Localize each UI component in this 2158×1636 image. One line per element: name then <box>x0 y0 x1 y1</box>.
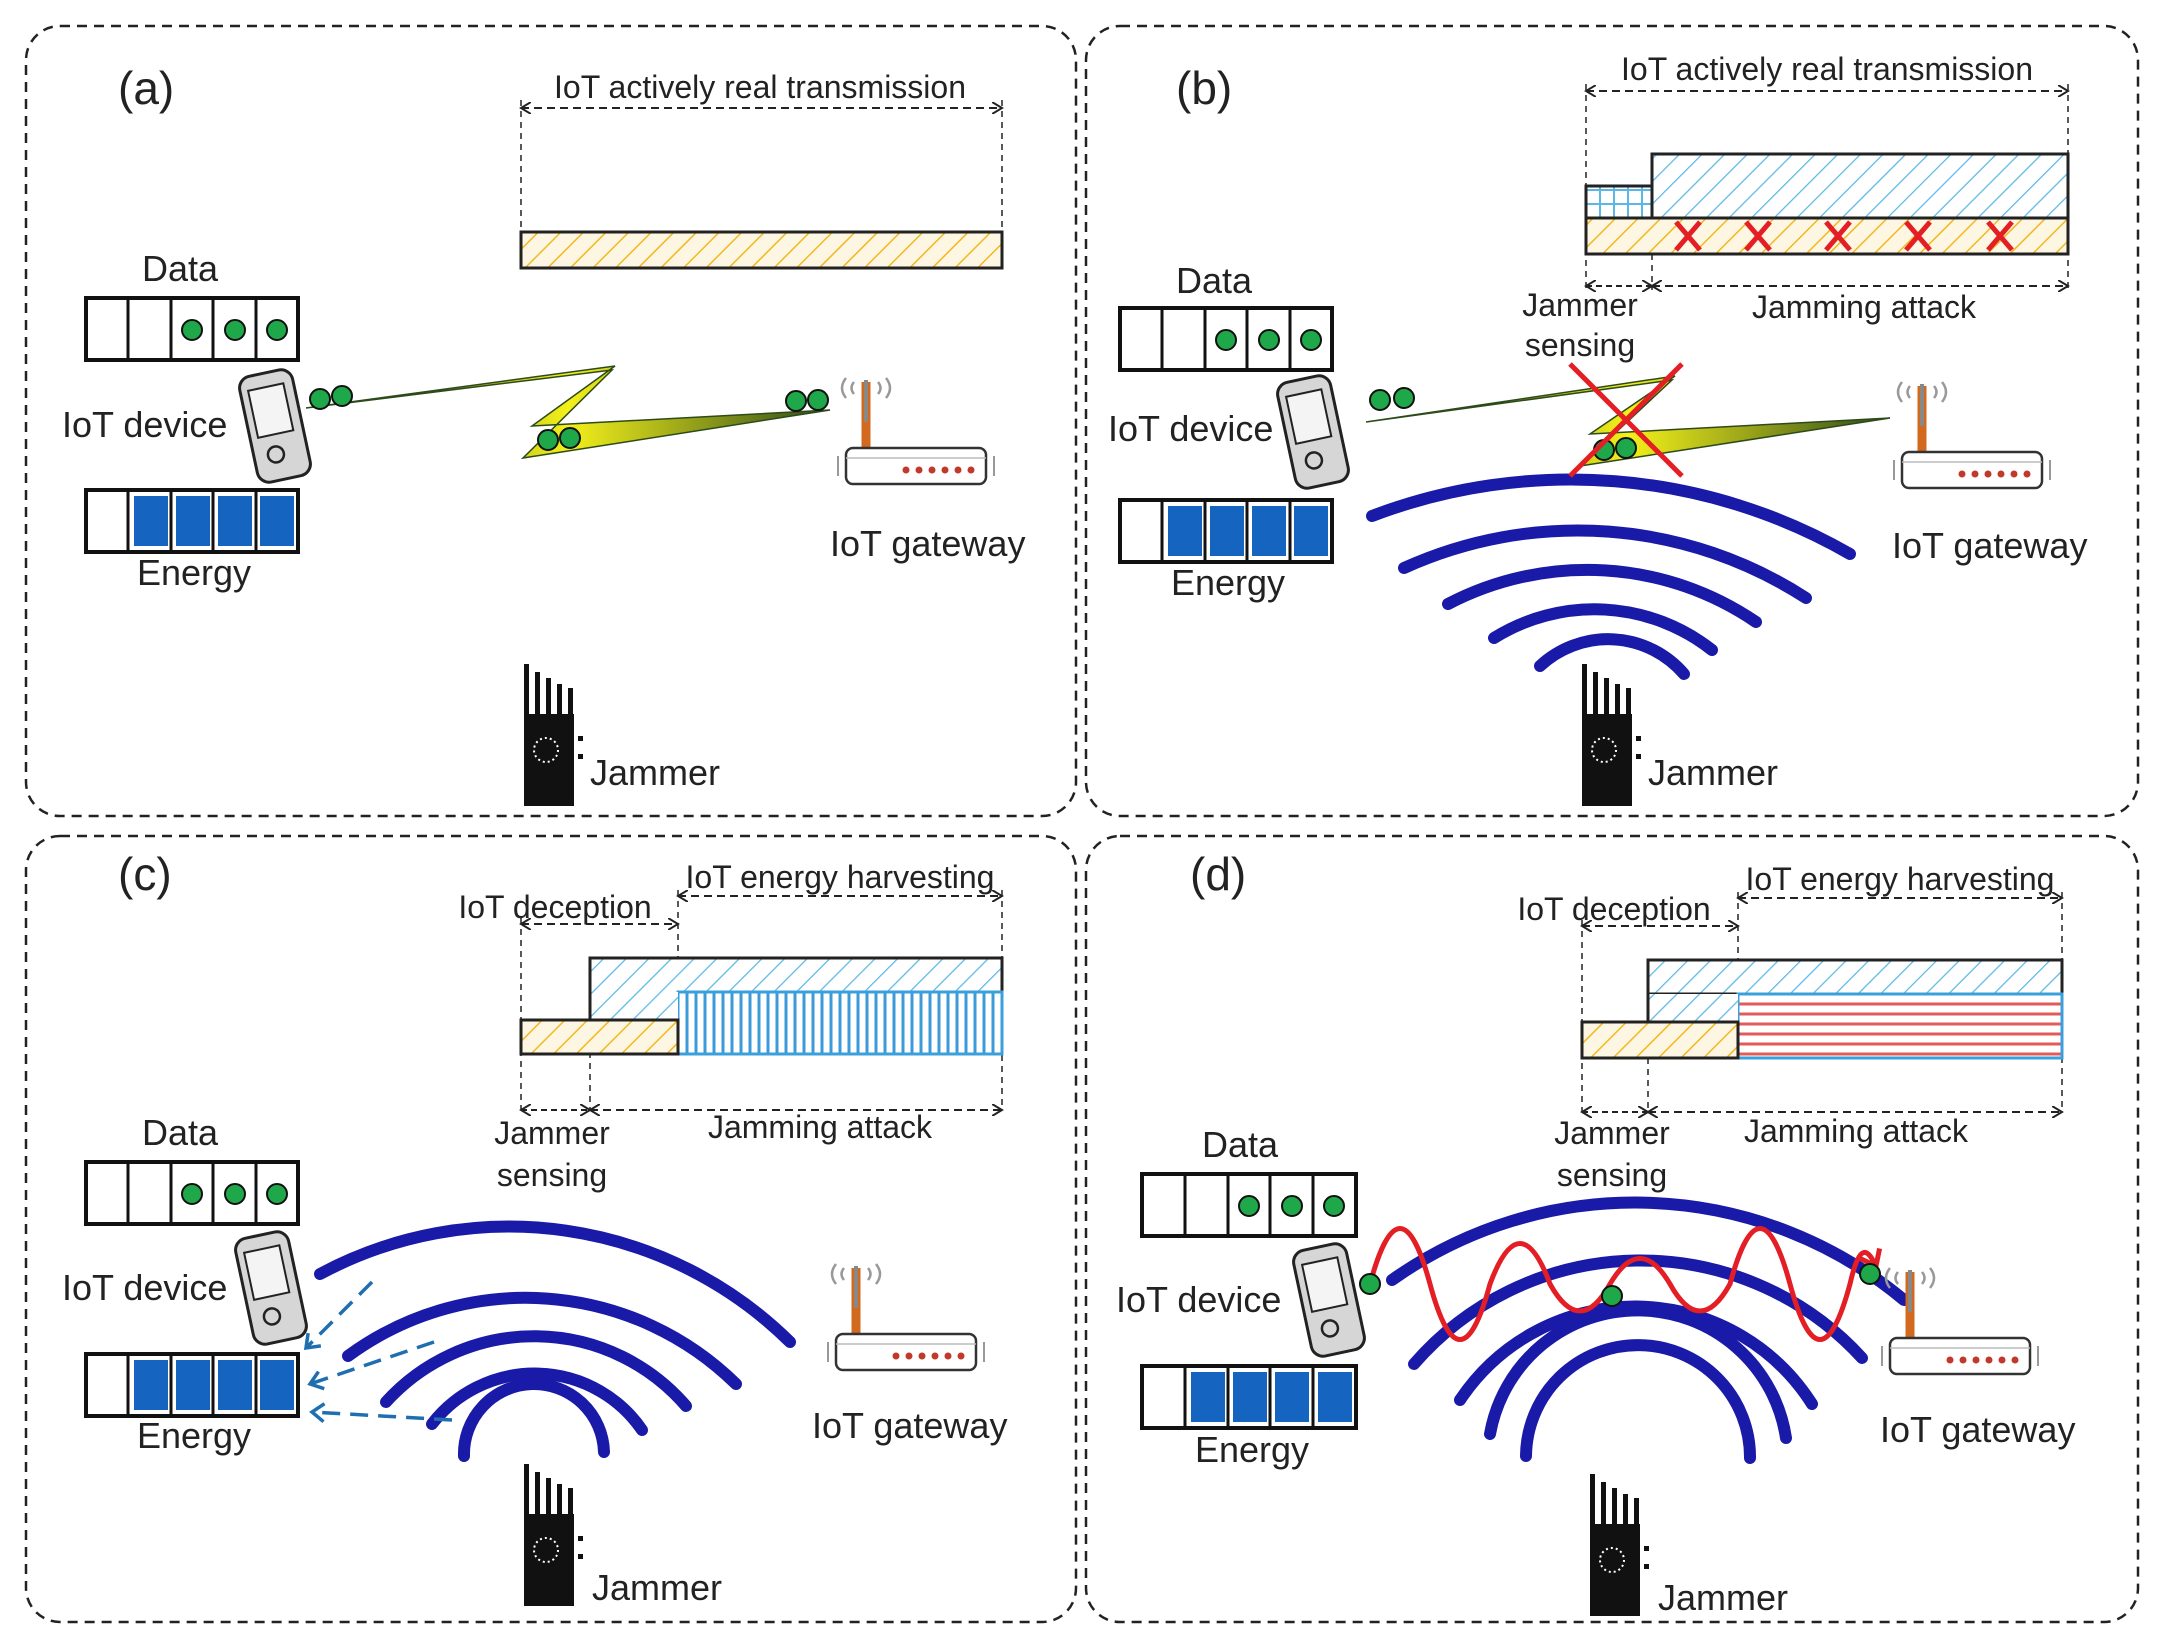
data-label: Data <box>1176 260 1253 301</box>
harvest-label: IoT energy harvesting <box>686 859 995 895</box>
panel-d: (d) IoT energy harvesting IoT deception … <box>1084 834 2140 1624</box>
device-label: IoT device <box>1116 1279 1281 1320</box>
jamming-waves <box>314 1220 796 1462</box>
jammer-icon <box>523 663 584 807</box>
jammer-icon <box>1589 1473 1650 1617</box>
jammer-label: Jammer <box>592 1567 722 1608</box>
smartphone-icon <box>1289 1240 1369 1360</box>
panel-d-tag: (d) <box>1190 848 1246 900</box>
lightning-icon <box>305 365 831 460</box>
router-icon <box>828 1264 984 1370</box>
gateway-label: IoT gateway <box>812 1405 1007 1446</box>
data-label: Data <box>142 1112 219 1153</box>
sensing-label-2: sensing <box>1557 1157 1667 1193</box>
data-buffer <box>1140 1172 1358 1238</box>
cross-icon <box>1674 220 2014 252</box>
energy-label: Energy <box>137 1415 251 1456</box>
router-icon <box>1894 382 2050 488</box>
router-icon <box>838 378 994 484</box>
energy-label: Energy <box>137 552 251 593</box>
panel-b: (b) IoT actively real transmission Jamme… <box>1084 24 2140 818</box>
energy-buffer <box>1118 498 1334 564</box>
jammer-icon <box>1581 663 1642 807</box>
energy-buffer <box>1140 1364 1358 1430</box>
gateway-label: IoT gateway <box>1892 525 2087 566</box>
sensing-label-2: sensing <box>1525 327 1635 363</box>
deception-label: IoT deception <box>458 889 651 925</box>
sensing-label-1: Jammer <box>494 1115 610 1151</box>
energy-label: Energy <box>1195 1429 1309 1470</box>
data-label: Data <box>142 248 219 289</box>
deception-bar <box>519 1018 680 1056</box>
tx-label: IoT actively real transmission <box>1621 51 2033 87</box>
energy-buffer <box>84 1352 300 1418</box>
sensing-label-1: Jammer <box>1522 287 1638 323</box>
transmission-bar <box>519 230 1004 270</box>
smartphone-icon <box>231 1228 311 1348</box>
jammer-label: Jammer <box>1658 1577 1788 1618</box>
attack-label: Jamming attack <box>1744 1113 1969 1149</box>
jamming-bar <box>1650 152 2070 220</box>
harvesting-bar <box>1736 992 2064 1060</box>
device-label: IoT device <box>1108 408 1273 449</box>
jammer-label: Jammer <box>1648 752 1778 793</box>
deception-signal <box>1367 1226 1883 1342</box>
panel-c-tag: (c) <box>118 848 172 900</box>
jammer-icon <box>523 1463 584 1607</box>
cross-icon <box>1568 362 1684 478</box>
device-label: IoT device <box>62 404 227 445</box>
energy-buffer <box>84 488 300 554</box>
jammer-label: Jammer <box>590 752 720 793</box>
gateway-label: IoT gateway <box>830 523 1025 564</box>
harvest-label: IoT energy harvesting <box>1746 861 2055 897</box>
panel-a-tag: (a) <box>118 62 174 114</box>
smartphone-icon <box>235 366 315 486</box>
jamming-waves <box>1366 473 1856 680</box>
jamming-waves <box>1386 1196 1910 1464</box>
harvest-arrows <box>303 1280 453 1424</box>
device-label: IoT device <box>62 1267 227 1308</box>
panel-b-tag: (b) <box>1176 62 1232 114</box>
router-icon <box>1882 1268 2038 1374</box>
sensing-label-1: Jammer <box>1554 1115 1670 1151</box>
deception-label: IoT deception <box>1517 891 1710 927</box>
harvesting-bar <box>676 990 1004 1056</box>
data-buffer <box>1118 306 1334 372</box>
attack-label: Jamming attack <box>708 1109 933 1145</box>
sensing-label-2: sensing <box>497 1157 607 1193</box>
tx-label: IoT actively real transmission <box>554 69 966 105</box>
panel-c: (c) IoT energy harvesting IoT deception … <box>24 834 1078 1624</box>
attack-label: Jamming attack <box>1752 289 1977 325</box>
panel-a: (a) IoT actively real transmission Data … <box>24 24 1078 818</box>
data-label: Data <box>1202 1124 1279 1165</box>
smartphone-icon <box>1273 372 1353 492</box>
gateway-label: IoT gateway <box>1880 1409 2075 1450</box>
energy-label: Energy <box>1171 562 1285 603</box>
data-buffer <box>84 296 300 362</box>
deception-bar <box>1580 1020 1740 1060</box>
data-buffer <box>84 1160 300 1226</box>
